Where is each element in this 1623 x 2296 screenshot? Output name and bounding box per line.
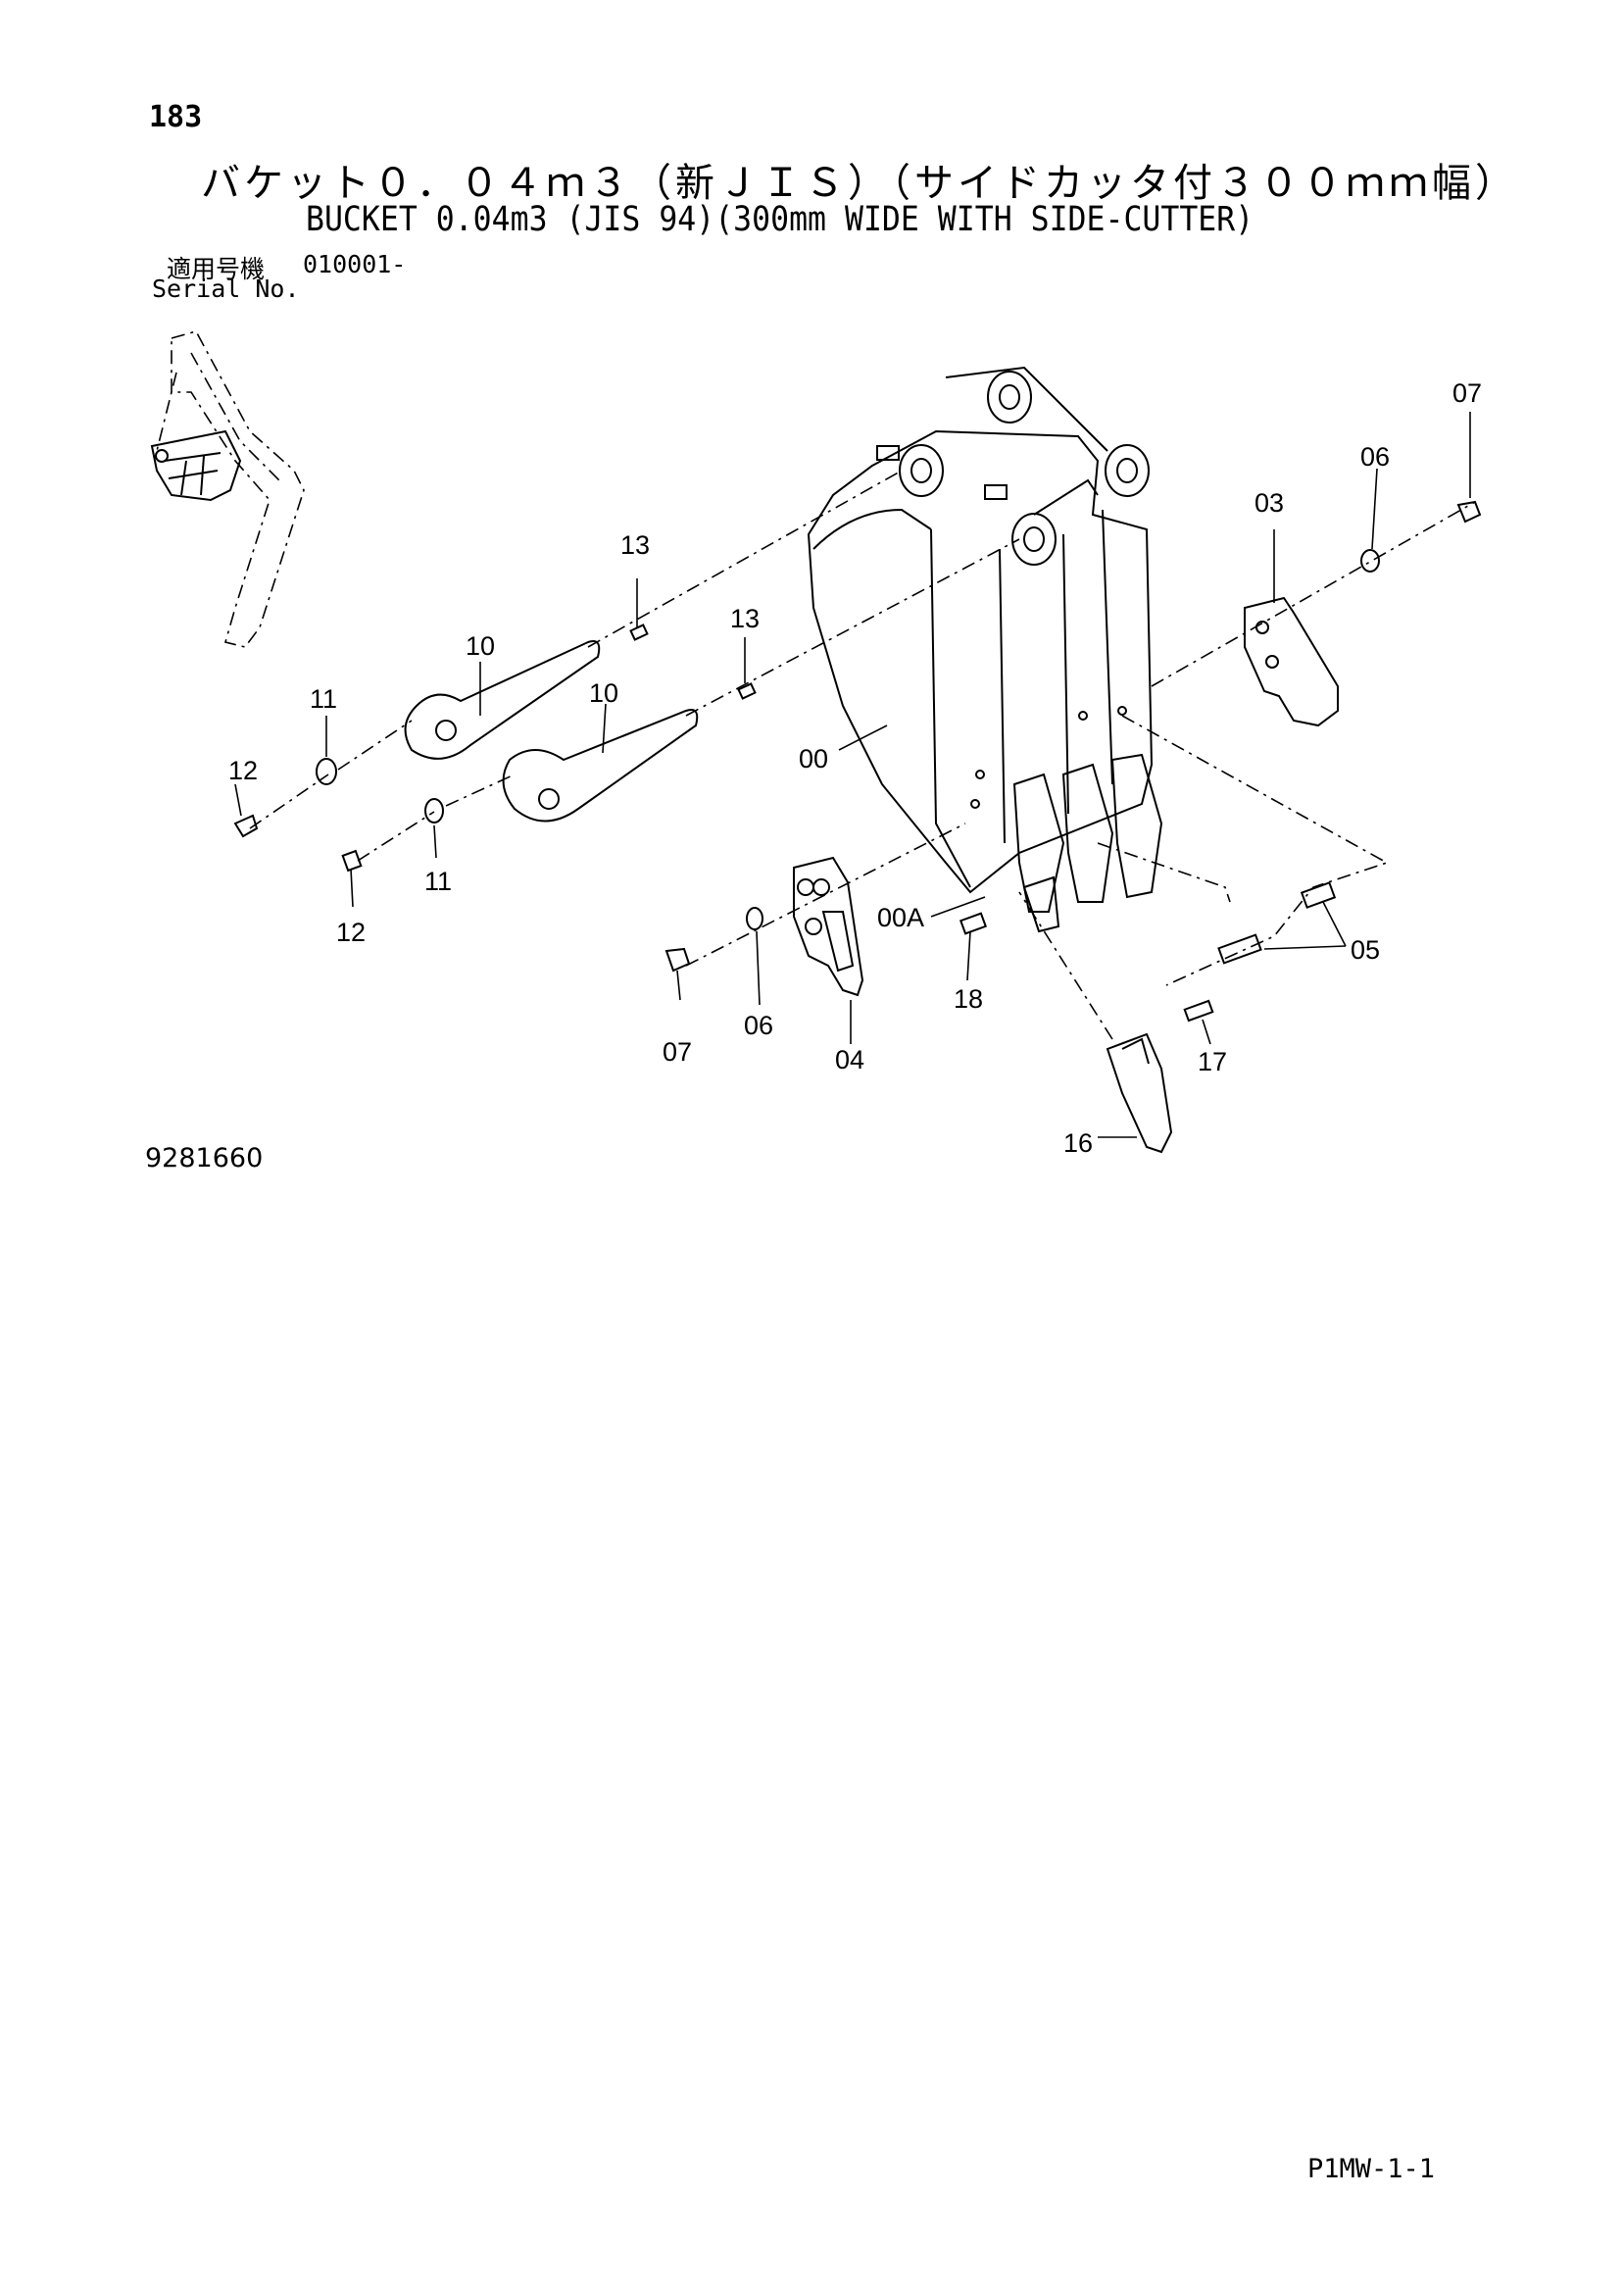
callout-10-a: 10 <box>466 631 495 661</box>
callout-17: 17 <box>1198 1047 1227 1076</box>
title-japanese: バケット０．０４ｍ３（新ＪＩＳ）（サイドカッタ付３００ｍｍ幅） <box>201 161 1518 206</box>
callout-11-a: 11 <box>310 684 337 714</box>
bucket-body <box>807 366 1163 933</box>
pin-lower <box>502 709 699 823</box>
callout-07-bottom: 07 <box>663 1037 692 1067</box>
callout-04: 04 <box>835 1045 864 1074</box>
side-cutter-left <box>793 856 864 997</box>
callout-18: 18 <box>954 984 983 1014</box>
callout-05: 05 <box>1351 935 1380 965</box>
side-cutter-right <box>1244 596 1339 727</box>
callout-13-a: 13 <box>620 530 650 560</box>
callout-00A: 00A <box>877 903 924 932</box>
excavator-arm-thumbnail <box>150 330 305 648</box>
callout-10-b: 10 <box>589 678 618 708</box>
callout-00: 00 <box>799 744 828 774</box>
callout-16: 16 <box>1063 1128 1093 1158</box>
callout-13-b: 13 <box>730 604 760 633</box>
callout-06-bottom: 06 <box>744 1011 773 1040</box>
callout-12-b: 12 <box>336 918 366 947</box>
page-number: 183 <box>149 100 203 134</box>
leader-lines <box>234 412 1471 1138</box>
callout-11-b: 11 <box>424 867 452 896</box>
serial-value: 010001- <box>303 250 407 278</box>
small-parts <box>233 500 1482 1023</box>
callout-07-top: 07 <box>1452 378 1482 408</box>
callout-12-a: 12 <box>228 756 258 785</box>
serial-label-japanese: 適用号機 <box>167 255 266 283</box>
assembly-lines <box>249 470 1476 1040</box>
callout-03: 03 <box>1254 488 1284 518</box>
drawing-number: 9281660 <box>145 1143 264 1173</box>
page-code: P1MW-1-1 <box>1307 2154 1436 2184</box>
serial-label-english: Serial No. <box>152 275 300 303</box>
bucket-tooth <box>1106 1032 1173 1154</box>
callouts: 07 06 03 13 13 10 10 11 12 11 12 00 00A … <box>228 378 1482 1158</box>
callout-06-top: 06 <box>1360 442 1390 472</box>
title-english: BUCKET 0.04m3 (JIS 94)(300mm WIDE WITH S… <box>306 200 1254 239</box>
pin-upper <box>404 640 601 760</box>
